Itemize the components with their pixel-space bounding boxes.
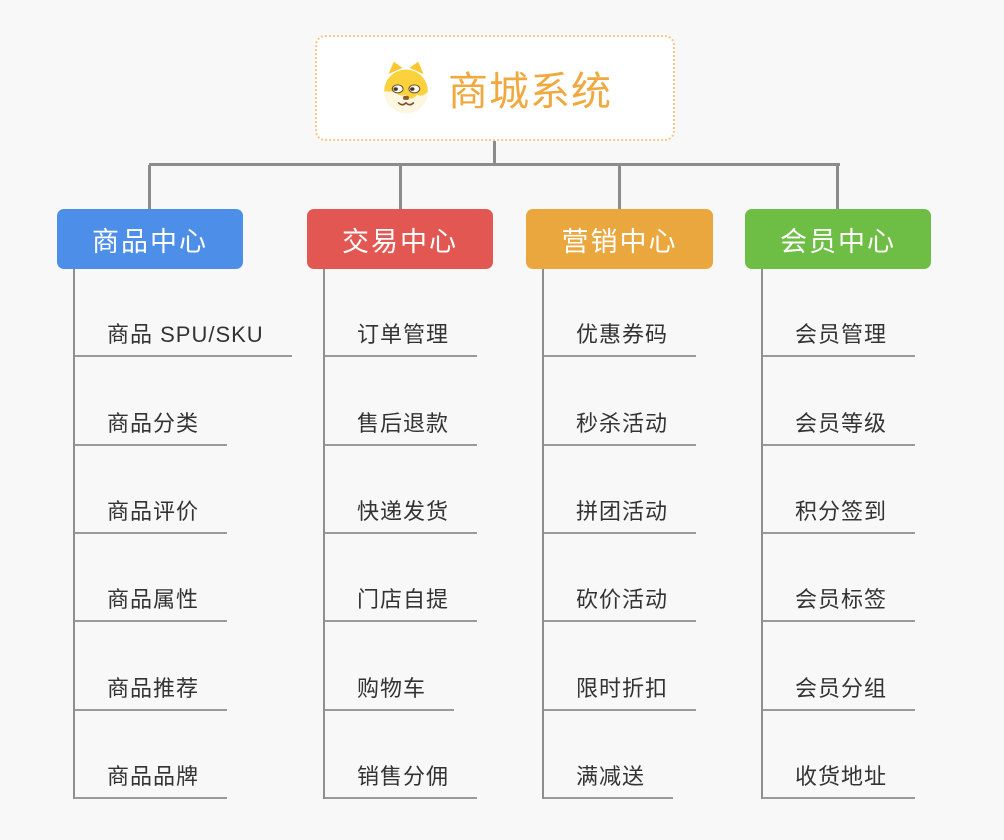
branch-label: 商品中心 <box>92 226 208 257</box>
leaf-node[interactable]: 会员标签 <box>763 534 916 623</box>
leaf-node[interactable]: 销售分佣 <box>325 711 478 799</box>
connector-bus <box>149 163 840 166</box>
leaf-node[interactable]: 商品推荐 <box>75 622 228 711</box>
leaf-node[interactable]: 商品属性 <box>75 534 228 623</box>
leaf-node[interactable]: 积分签到 <box>763 446 916 534</box>
leaf-node[interactable]: 会员管理 <box>763 269 916 358</box>
branch-label: 营销中心 <box>561 226 678 257</box>
leaf-node[interactable]: 秒杀活动 <box>544 357 697 446</box>
dog-face-icon <box>384 61 428 114</box>
leaf-node[interactable]: 砍价活动 <box>544 534 697 623</box>
leaf-label: 优惠券码 <box>576 322 669 348</box>
leaf-label: 会员标签 <box>795 587 888 613</box>
leaf-label: 限时折扣 <box>576 675 669 701</box>
leaf-node[interactable]: 限时折扣 <box>544 622 697 711</box>
leaf-label: 商品评价 <box>107 498 200 524</box>
leaf-node[interactable]: 门店自提 <box>325 534 478 623</box>
branch-marketing-center[interactable]: 营销中心 <box>526 209 713 269</box>
leaf-label: 购物车 <box>357 675 427 701</box>
leaf-column-product: 商品 SPU/SKU 商品分类 商品评价 商品属性 商品推荐 商品品牌 <box>73 269 292 799</box>
leaf-node[interactable]: 收货地址 <box>763 711 916 799</box>
leaf-label: 会员管理 <box>795 322 888 348</box>
branch-trade-center[interactable]: 交易中心 <box>307 209 493 269</box>
branch-product-center[interactable]: 商品中心 <box>57 209 243 269</box>
connector-drop-trade <box>399 165 402 209</box>
leaf-label: 商品推荐 <box>107 675 200 701</box>
leaf-label: 销售分佣 <box>357 763 450 789</box>
leaf-column-member: 会员管理 会员等级 积分签到 会员标签 会员分组 收货地址 <box>761 269 916 799</box>
leaf-node[interactable]: 商品评价 <box>75 446 228 534</box>
leaf-label: 满减送 <box>576 763 646 789</box>
leaf-label: 门店自提 <box>357 587 450 613</box>
leaf-label: 订单管理 <box>357 322 450 348</box>
leaf-column-trade: 订单管理 售后退款 快递发货 门店自提 购物车 销售分佣 <box>323 269 478 799</box>
leaf-node[interactable]: 拼团活动 <box>544 446 697 534</box>
leaf-label: 商品分类 <box>107 410 200 436</box>
connector-root-drop <box>493 140 496 164</box>
branch-label: 会员中心 <box>780 226 896 257</box>
leaf-node[interactable]: 会员等级 <box>763 357 916 446</box>
leaf-node[interactable]: 售后退款 <box>325 357 478 446</box>
leaf-node[interactable]: 快递发货 <box>325 446 478 534</box>
connector-drop-product <box>148 165 151 209</box>
leaf-node[interactable]: 满减送 <box>544 711 674 799</box>
leaf-label: 秒杀活动 <box>576 410 669 436</box>
leaf-label: 会员分组 <box>795 675 888 701</box>
leaf-label: 商品属性 <box>107 587 200 613</box>
leaf-label: 收货地址 <box>795 763 888 789</box>
leaf-node[interactable]: 商品分类 <box>75 357 228 446</box>
leaf-node[interactable]: 购物车 <box>325 622 455 711</box>
leaf-label: 快递发货 <box>357 498 450 524</box>
leaf-label: 售后退款 <box>357 410 450 436</box>
leaf-node[interactable]: 商品 SPU/SKU <box>75 269 292 358</box>
leaf-node[interactable]: 优惠券码 <box>544 269 697 358</box>
branch-member-center[interactable]: 会员中心 <box>745 209 931 269</box>
root-node[interactable]: 商城系统 <box>315 35 675 141</box>
connector-drop-member <box>836 165 839 209</box>
leaf-label: 商品 SPU/SKU <box>107 322 264 348</box>
leaf-node[interactable]: 商品品牌 <box>75 711 228 799</box>
leaf-column-marketing: 优惠券码 秒杀活动 拼团活动 砍价活动 限时折扣 满减送 <box>542 269 697 799</box>
leaf-label: 砍价活动 <box>576 587 669 613</box>
leaf-label: 积分签到 <box>795 498 888 524</box>
connector-drop-marketing <box>618 165 621 209</box>
leaf-label: 会员等级 <box>795 410 888 436</box>
leaf-node[interactable]: 会员分组 <box>763 622 916 711</box>
leaf-node[interactable]: 订单管理 <box>325 269 478 358</box>
leaf-label: 拼团活动 <box>576 498 669 524</box>
root-title: 商城系统 <box>448 70 612 114</box>
leaf-label: 商品品牌 <box>107 763 200 789</box>
branch-label: 交易中心 <box>342 226 458 257</box>
